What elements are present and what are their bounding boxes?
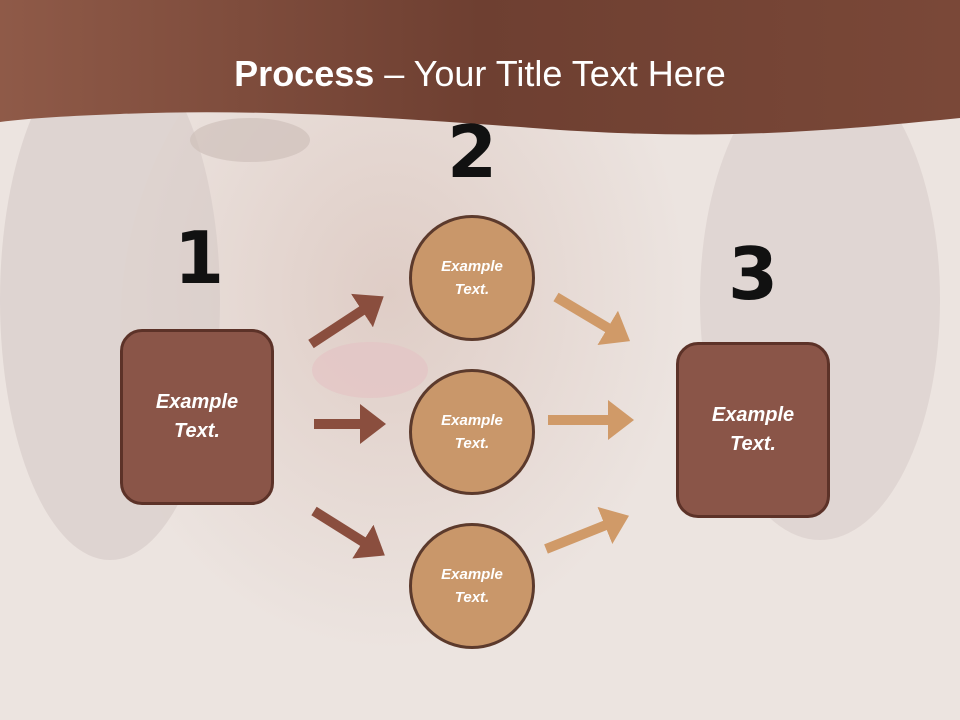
left-box-line1: Example bbox=[155, 391, 239, 413]
header-band bbox=[0, 0, 960, 135]
circle-top-line2: Text. bbox=[454, 281, 490, 298]
step-number-3: 3 bbox=[727, 232, 779, 316]
arrow-left-up bbox=[308, 293, 384, 349]
circle-middle-line2: Text. bbox=[454, 435, 490, 452]
circle-top-line1: Example bbox=[441, 258, 503, 275]
circle-middle-line1: Example bbox=[441, 412, 503, 429]
step-number-2: 2 bbox=[446, 110, 498, 194]
circle-bottom-line2: Text. bbox=[454, 589, 490, 606]
arrow-right-up bbox=[544, 506, 629, 554]
arrow-right-down bbox=[553, 292, 631, 346]
title-rest: – Your Title Text Here bbox=[374, 53, 726, 94]
left-box-line2: Text. bbox=[174, 420, 220, 442]
arrow-left-down bbox=[311, 506, 385, 559]
slide-title: Process – Your Title Text Here bbox=[0, 52, 960, 96]
circle-bottom-line1: Example bbox=[441, 566, 503, 583]
right-box-line2: Text. bbox=[730, 433, 776, 455]
title-bold: Process bbox=[234, 53, 375, 94]
step-number-1: 1 bbox=[173, 216, 225, 300]
right-box-line1: Example bbox=[711, 404, 795, 426]
